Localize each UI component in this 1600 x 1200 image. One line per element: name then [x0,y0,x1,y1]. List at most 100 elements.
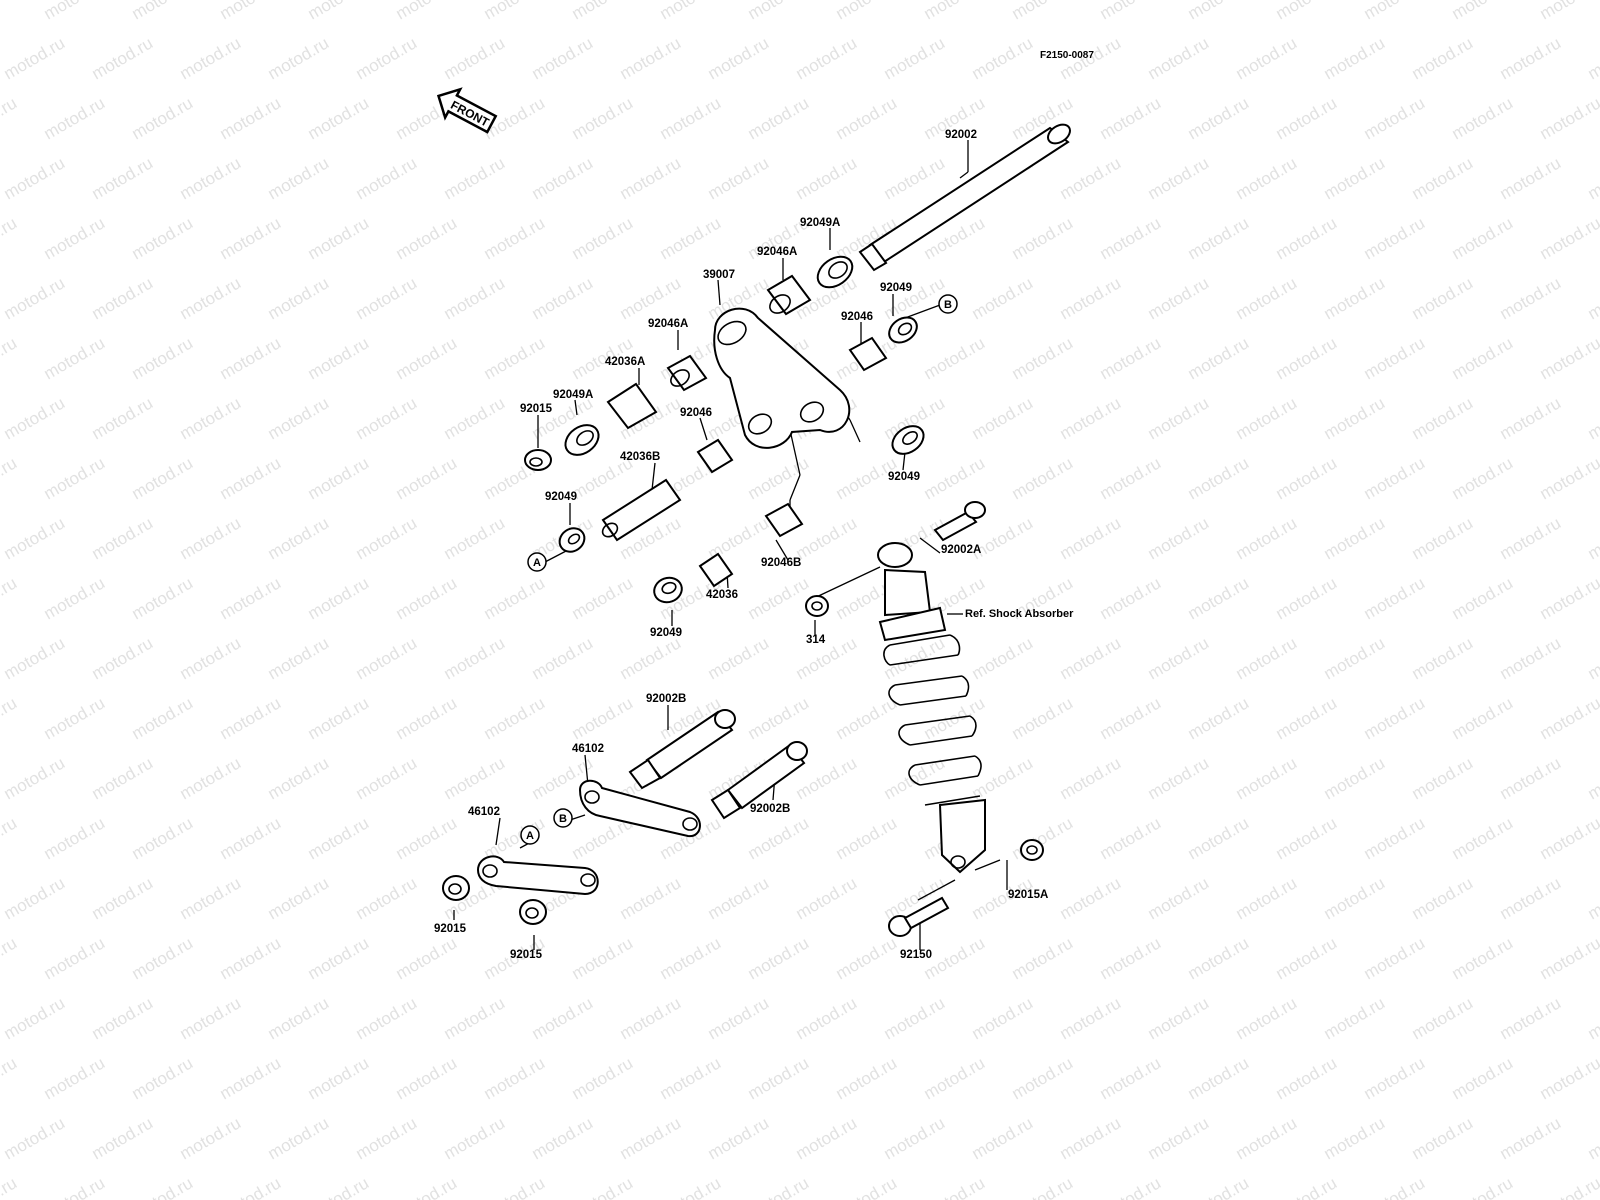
watermark-text: motod.ru [1185,1053,1253,1103]
watermark-text: motod.ru [529,1113,597,1163]
watermark-text: motod.ru [1,1113,69,1163]
bearing-92046-right [848,336,888,372]
watermark-text: motod.ru [569,1053,637,1103]
watermark-text: motod.ru [1273,1173,1341,1200]
watermark-text: motod.ru [41,93,109,143]
watermark-text: motod.ru [217,93,285,143]
watermark-text: motod.ru [1449,213,1517,263]
watermark-text: motod.ru [1233,393,1301,443]
watermark-text: motod.ru [529,633,597,683]
callout-92046-right: 92046 [841,311,873,323]
watermark-text: motod.ru [1185,1173,1253,1200]
callout-46102-left: 46102 [468,806,500,818]
callout-92049A-top: 92049A [800,217,840,229]
watermark-text: motod.ru [393,933,461,983]
watermark-text: motod.ru [1409,873,1477,923]
watermark-text: motod.ru [305,1173,373,1200]
watermark-text: motod.ru [41,0,109,23]
watermark-text: motod.ru [881,153,949,203]
watermark-text: motod.ru [1361,93,1429,143]
watermark-text: motod.ru [881,33,949,83]
watermark-text: motod.ru [969,33,1037,83]
watermark-text: motod.ru [265,393,333,443]
watermark-text: motod.ru [1145,753,1213,803]
watermark-text: motod.ru [265,153,333,203]
watermark-text: motod.ru [1,33,69,83]
watermark-text: motod.ru [217,0,285,23]
watermark-text: motod.ru [745,813,813,863]
watermark-text: motod.ru [0,813,20,863]
watermark-text: motod.ru [1321,873,1389,923]
watermark-text: motod.ru [657,933,725,983]
watermark-text: motod.ru [1185,933,1253,983]
seal-92049-left [558,527,586,553]
seal-92049A-left [564,424,600,456]
watermark-text: motod.ru [969,273,1037,323]
watermark-text: motod.ru [217,693,285,743]
callout-92049-right: 92049 [888,471,920,483]
watermark-text: motod.ru [1321,993,1389,1043]
watermark-text: motod.ru [129,573,197,623]
bearing-92046B [764,502,804,538]
watermark-text: motod.ru [1321,1113,1389,1163]
watermark-text: motod.ru [353,753,421,803]
watermark-text: motod.ru [0,213,20,263]
watermark-text: motod.ru [1497,273,1565,323]
watermark-text: motod.ru [1,153,69,203]
watermark-text: motod.ru [1537,333,1600,383]
watermark-text: motod.ru [1537,1173,1600,1200]
watermark-text: motod.ru [393,333,461,383]
watermark-text: motod.ru [0,93,20,143]
watermark-text: motod.ru [1321,393,1389,443]
watermark-text: motod.ru [0,1053,20,1103]
link-46102-top [578,779,701,838]
watermark-text: motod.ru [265,1113,333,1163]
watermark-text: motod.ru [833,0,901,23]
nut-92015-bottom [519,899,547,925]
watermark-text: motod.ru [481,0,549,23]
watermark-text: motod.ru [569,1173,637,1200]
watermark-text: motod.ru [1145,993,1213,1043]
watermark-text: motod.ru [569,93,637,143]
callout-92015-bottom: 92015 [510,949,543,961]
watermark-text: motod.ru [793,33,861,83]
watermark-text: motod.ru [441,33,509,83]
watermark-text: motod.ru [881,1113,949,1163]
watermark-text: motod.ru [0,333,20,383]
watermark-text: motod.ru [129,453,197,503]
watermark-text: motod.ru [1497,993,1565,1043]
callout-92002B-top: 92002B [646,693,686,705]
watermark-text: motod.ru [1233,1113,1301,1163]
watermark-text: motod.ru [217,1053,285,1103]
watermark-text: motod.ru [353,873,421,923]
watermark-text: motod.ru [1233,873,1301,923]
watermark-text: motod.ru [745,453,813,503]
watermark-text: motod.ru [1537,813,1600,863]
watermark-text: motod.ru [1585,393,1600,443]
bearing-92046A-top [766,274,812,316]
watermark-text: motod.ru [1185,453,1253,503]
watermark-text: motod.ru [1097,813,1165,863]
watermark-text: motod.ru [1449,0,1517,23]
watermark-text: motod.ru [1321,153,1389,203]
watermark-text: motod.ru [529,273,597,323]
watermark-text: motod.ru [1097,573,1165,623]
watermark-text: motod.ru [745,1173,813,1200]
callout-92049-top: 92049 [880,282,912,294]
watermark-text: motod.ru [481,693,549,743]
marker-B-right: B [938,294,958,314]
watermark-text: motod.ru [41,813,109,863]
watermark-text: motod.ru [1097,93,1165,143]
leader-lines [453,140,1008,950]
watermark-text: motod.ru [1273,333,1341,383]
watermark-text: motod.ru [1409,1113,1477,1163]
callout-42036: 42036 [706,589,738,601]
shock-absorber [877,542,986,874]
watermark-text: motod.ru [881,273,949,323]
watermark-text: motod.ru [793,873,861,923]
watermark-text: motod.ru [1057,993,1125,1043]
watermark-text: motod.ru [217,813,285,863]
watermark-text: motod.ru [1321,273,1389,323]
